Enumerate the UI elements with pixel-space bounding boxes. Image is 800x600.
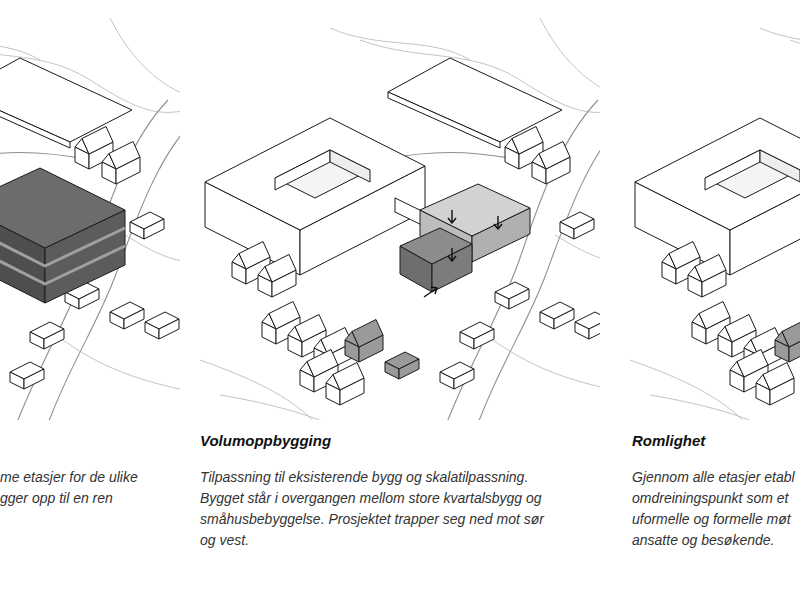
panel-text: gger opp til en ren (0, 488, 113, 509)
panel-heading: Volumoppbygging (200, 432, 331, 449)
new-volume (395, 184, 530, 297)
panel-text: Gjennom alle etasjer etabl (632, 467, 795, 488)
site-context (0, 18, 180, 420)
panel-text: omdreiningspunkt som et (632, 488, 788, 509)
panel-left (0, 18, 180, 420)
panel-text: me etasjer for de ulike (0, 467, 138, 488)
panel-heading: Romlighet (632, 432, 705, 449)
panel-middle (200, 18, 600, 420)
dark-volume (0, 168, 125, 303)
panel-text: ansatte og besøkende. (632, 530, 774, 551)
site-context (200, 18, 600, 420)
panel-right (630, 18, 800, 420)
panel-text: Tilpassning til eksisterende bygg og ska… (200, 467, 562, 551)
panel-text: uformelle og formelle møt (632, 509, 791, 530)
site-context (630, 18, 800, 420)
